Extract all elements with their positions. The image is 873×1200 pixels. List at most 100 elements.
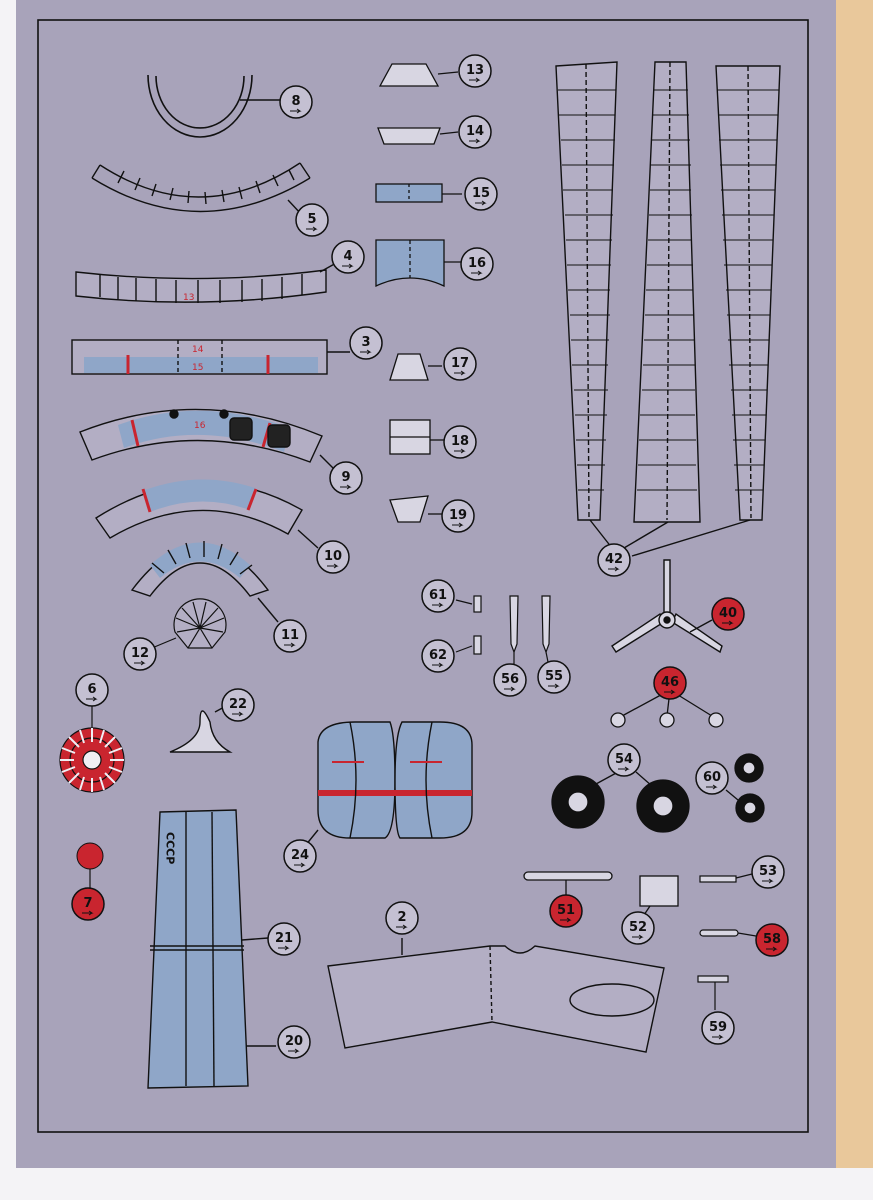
badge-circle [316,540,350,574]
part-number-label: 3 [361,335,370,350]
badge-arrow-icon [232,711,244,717]
part-15-shape [375,183,462,203]
part-51-shape [523,871,613,896]
badge-circle [621,911,655,945]
part-badge-21: 21 [267,922,301,956]
part-number-label: 52 [629,920,647,935]
part-6-shape [59,705,125,793]
part-number-label: 15 [472,186,490,201]
part-badge-9: 9 [329,461,363,495]
part-number-label: 56 [501,672,519,687]
part-number-label: 17 [451,356,469,371]
part-55-shape [541,595,551,663]
part-4-inline-mark: 13 [183,293,194,303]
badge-arrow-icon [134,660,146,666]
badge-circle [711,597,745,631]
badge-circle [385,901,419,935]
badge-arrow-icon [432,662,444,668]
badge-arrow-icon [306,226,318,232]
part-badge-7: 7 [71,887,105,921]
part-number-label: 10 [324,549,342,564]
part-number-label: 4 [343,249,352,264]
part-12-shape [151,598,227,649]
part-badge-51: 51 [549,894,583,928]
part-number-label: 40 [719,606,737,621]
part-10-shape [95,479,319,549]
badge-arrow-icon [766,946,778,952]
part-number-label: 16 [468,256,486,271]
part-badge-11: 11 [273,619,307,653]
badge-arrow-icon [712,1034,724,1040]
badge-arrow-icon [664,689,676,695]
part-42-shape [555,61,781,557]
badge-circle [701,1011,735,1045]
part-number-label: 53 [759,864,777,879]
part-badge-40: 40 [711,597,745,631]
part-24-shape [304,721,473,847]
badge-circle [755,923,789,957]
part-badge-2: 2 [385,901,419,935]
badge-arrow-icon [342,263,354,269]
part-number-label: 11 [281,628,299,643]
part-number-label: 5 [307,212,316,227]
badge-circle [421,639,455,673]
badge-arrow-icon [548,683,560,689]
part-number-label: 59 [709,1020,727,1035]
badge-circle [349,326,383,360]
part-badge-6: 6 [75,673,109,707]
part-badge-60: 60 [695,761,729,795]
badge-arrow-icon [452,522,464,528]
part-56-shape [509,595,519,664]
part-40-shape [611,559,723,654]
part-badge-55: 55 [537,660,571,694]
part-badge-54: 54 [607,743,641,777]
part-number-label: 14 [466,124,484,139]
part-3-mark-15: 15 [192,363,203,373]
badge-arrow-icon [294,862,306,868]
part-number-label: 20 [285,1034,303,1049]
part-number-label: 7 [83,896,92,911]
part-13-shape [378,63,459,87]
part-5-shape [91,162,311,216]
badge-circle [607,743,641,777]
badge-circle [71,887,105,921]
part-number-label: 60 [703,770,721,785]
part-badge-16: 16 [460,247,494,281]
part-number-label: 9 [341,470,350,485]
part-badge-19: 19 [441,499,475,533]
part-2-shape [327,938,665,1053]
part-badge-24: 24 [283,839,317,873]
badge-arrow-icon [469,77,481,83]
badge-arrow-icon [278,945,290,951]
part-badge-52: 52 [621,911,655,945]
badge-circle [283,839,317,873]
badge-arrow-icon [86,696,98,702]
part-badge-18: 18 [443,425,477,459]
part-number-label: 61 [429,588,447,603]
badge-arrow-icon [560,917,572,923]
part-badge-15: 15 [464,177,498,211]
part-52-shape [639,875,679,919]
badge-arrow-icon [454,448,466,454]
part-badge-20: 20 [277,1025,311,1059]
part-3-shape [71,339,350,375]
fuselage-marking: CCCP [164,832,177,864]
part-badge-42: 42 [597,543,631,577]
part-53-shape [699,873,753,883]
part-badge-14: 14 [458,115,492,149]
badge-circle [597,543,631,577]
part-11-shape [130,541,279,623]
part-badge-56: 56 [493,663,527,697]
part-7-shape [76,842,104,888]
part-number-label: 24 [291,848,309,863]
badge-circle [421,579,455,613]
badge-arrow-icon [284,642,296,648]
part-number-label: 19 [449,508,467,523]
part-badge-17: 17 [443,347,477,381]
part-number-label: 13 [466,63,484,78]
part-14-shape [377,127,459,145]
badge-arrow-icon [722,620,734,626]
part-18-shape [389,419,444,455]
badge-circle [443,347,477,381]
